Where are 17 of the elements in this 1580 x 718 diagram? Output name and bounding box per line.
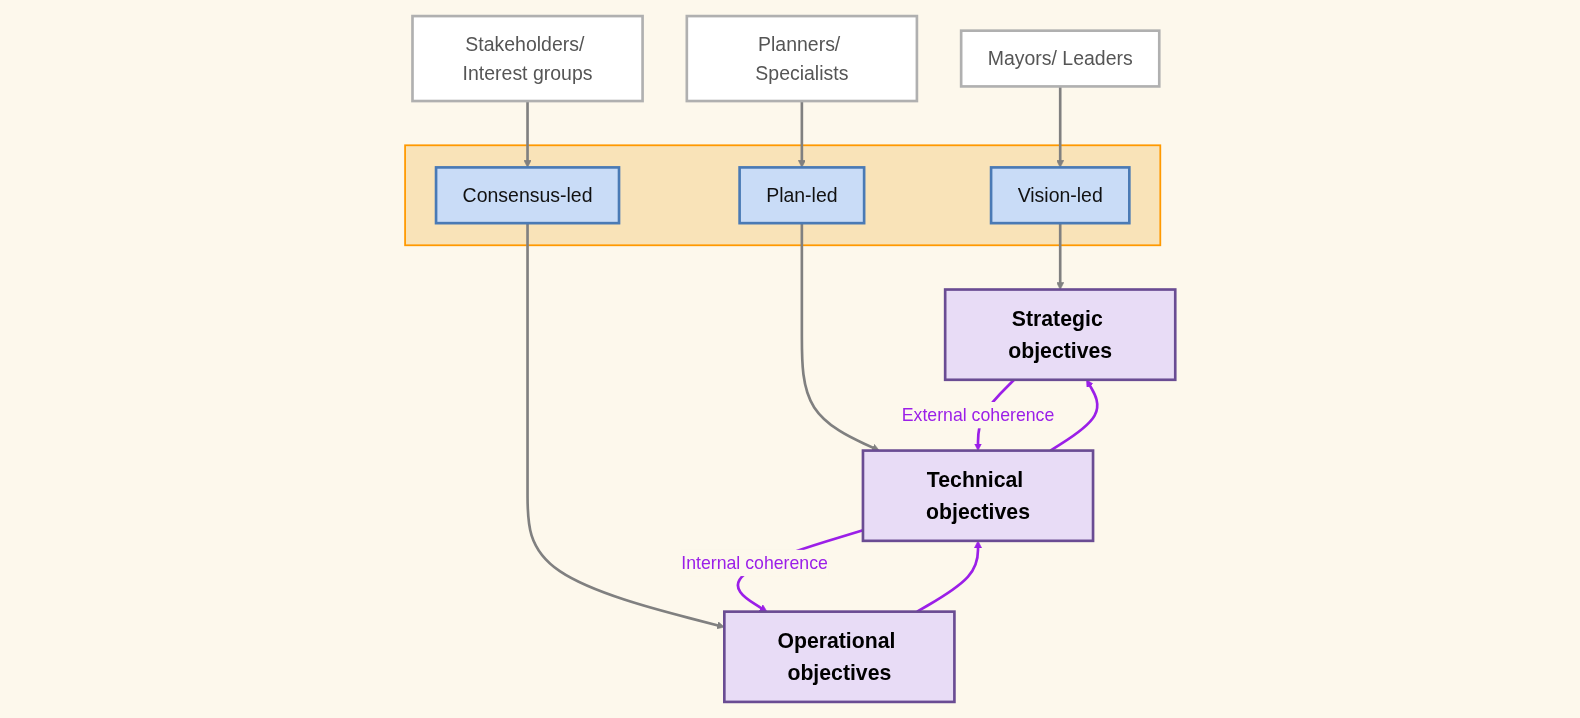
node-box: Consensus-led: [434, 166, 621, 225]
node-box: Strategic objectives: [943, 288, 1177, 382]
node-box: Stakeholders/ Interest groups: [411, 14, 644, 103]
arrow: [1056, 223, 1064, 290]
edge-label: External coherence: [901, 405, 1055, 425]
node-box: Plan-led: [738, 166, 866, 225]
arrow: [523, 101, 532, 168]
arrow: [526, 223, 725, 630]
node-box: Operational objectives: [722, 610, 956, 704]
node-box: Vision-led: [989, 166, 1131, 225]
cluster: [404, 144, 1161, 247]
edge-label: Internal coherence: [681, 553, 828, 573]
node-box: Technical objectives: [861, 449, 1095, 543]
node-box: Mayors/ Leaders: [959, 29, 1161, 88]
arrow: [1056, 86, 1064, 168]
arrow: [797, 101, 806, 168]
node-box: Planners/ Specialists: [685, 14, 919, 103]
